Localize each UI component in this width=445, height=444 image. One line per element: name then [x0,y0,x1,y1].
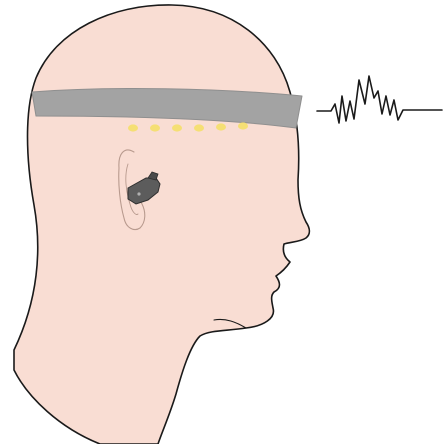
earpiece-dot [137,192,140,195]
electrode [150,124,160,131]
electrode [216,123,226,130]
electrode [194,124,204,131]
electrode [128,124,138,131]
brain-signal-waveform [317,76,442,123]
electrode [172,124,182,131]
head-silhouette [14,5,309,444]
electrode [238,122,248,129]
